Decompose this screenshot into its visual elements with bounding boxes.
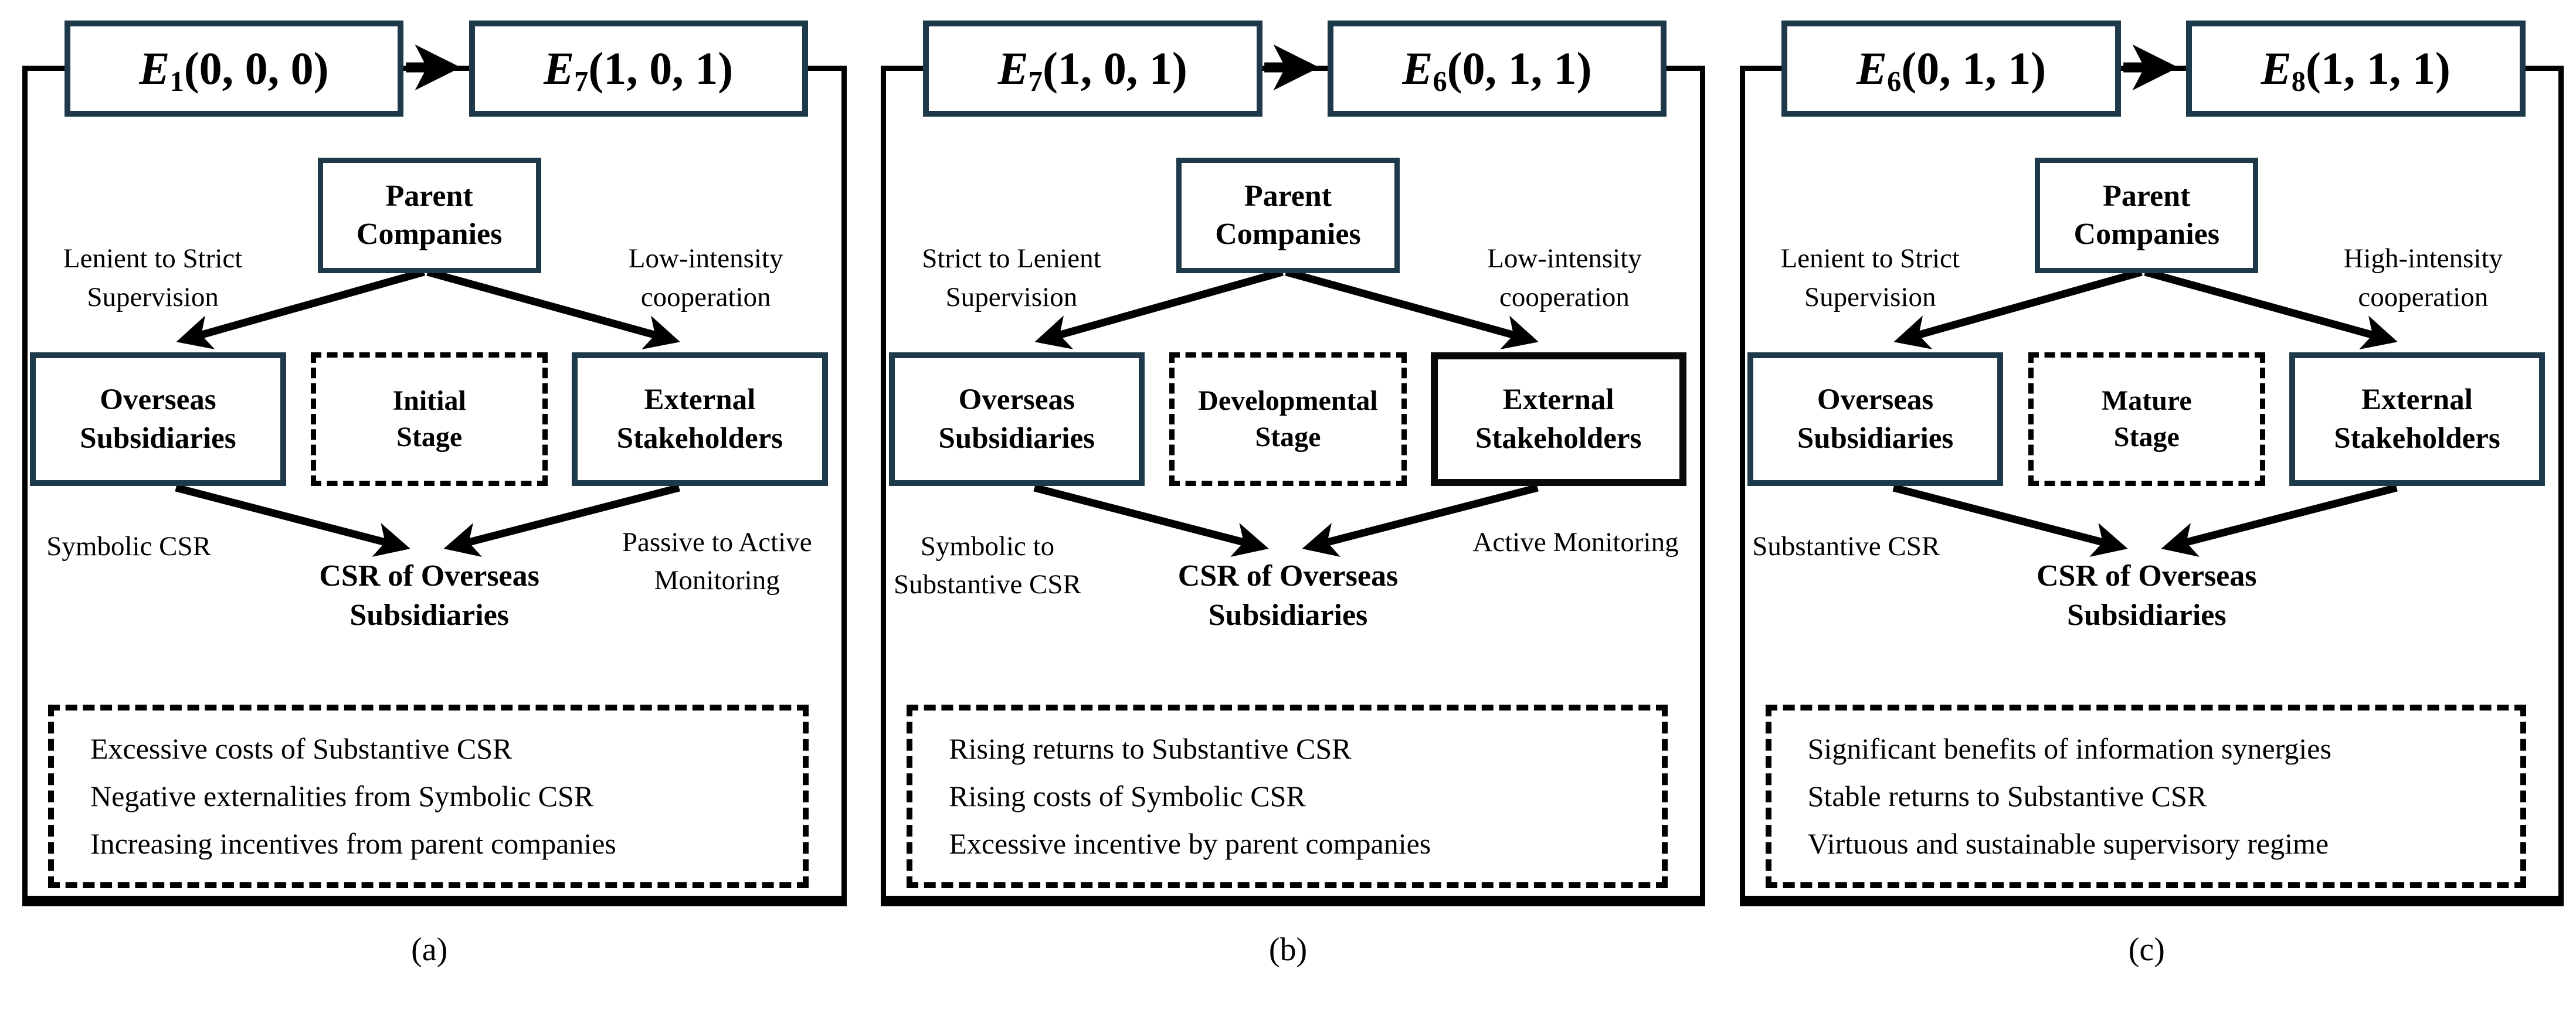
monitoring-label: Passive to Active Monitoring bbox=[622, 526, 812, 596]
note-line: Increasing incentives from parent compan… bbox=[90, 827, 616, 860]
note-line: Negative externalities from Symbolic CSR bbox=[90, 779, 594, 813]
panel-arrows bbox=[1892, 44, 2398, 557]
csr-type-label: Symbolic to Substantive CSR bbox=[893, 531, 1081, 600]
panel-arrows bbox=[1033, 44, 1539, 557]
overseas-subsidiaries-box: Overseas Subsidiaries bbox=[1747, 352, 2004, 487]
state-box-from: E1(0, 0, 0) bbox=[64, 21, 404, 117]
monitoring-arrow-icon bbox=[1302, 484, 1539, 557]
cooperation-arrow-icon bbox=[2144, 268, 2398, 350]
parent-companies-box: Parent Companies bbox=[1176, 157, 1400, 273]
csr-of-overseas-subsidiaries-label: CSR of Overseas Subsidiaries bbox=[1177, 559, 1399, 633]
monitoring-arrow-icon bbox=[443, 484, 680, 557]
supervision-arrow-icon bbox=[176, 268, 425, 349]
cooperation-arrow-icon bbox=[426, 268, 680, 350]
note-line: Excessive incentive by parent companies bbox=[949, 827, 1431, 860]
state-box-to: E8(1, 1, 1) bbox=[2186, 21, 2526, 117]
overseas-subsidiaries-box: Overseas Subsidiaries bbox=[888, 352, 1145, 487]
note-line: Rising costs of Symbolic CSR bbox=[949, 779, 1306, 813]
csr-of-overseas-subsidiaries-label: CSR of Overseas Subsidiaries bbox=[319, 559, 539, 633]
supervision-arrow-icon bbox=[1034, 268, 1284, 349]
supervision-label: Lenient to Strict Supervision bbox=[1780, 243, 1960, 313]
parent-companies-box: Parent Companies bbox=[317, 157, 541, 273]
note-line: Stable returns to Substantive CSR bbox=[1807, 779, 2207, 813]
panel-arrows bbox=[175, 44, 680, 557]
mechanism-notes-box: Excessive costs of Substantive CSR Negat… bbox=[48, 704, 809, 888]
panel-caption: (a) bbox=[411, 932, 448, 968]
note-line: Virtuous and sustainable supervisory reg… bbox=[1807, 827, 2329, 860]
mechanism-notes-box: Rising returns to Substantive CSR Rising… bbox=[907, 704, 1668, 888]
state-label: E6(0, 1, 1) bbox=[1857, 42, 2046, 97]
mechanism-notes-box: Significant benefits of information syne… bbox=[1765, 704, 2526, 888]
state-box-from: E7(1, 0, 1) bbox=[923, 21, 1262, 117]
state-box-from: E6(0, 1, 1) bbox=[1781, 21, 2121, 117]
external-stakeholders-box: External Stakeholders bbox=[572, 352, 828, 487]
state-box-to: E6(0, 1, 1) bbox=[1327, 21, 1667, 117]
csr-of-overseas-subsidiaries-label: CSR of Overseas Subsidiaries bbox=[2037, 559, 2257, 633]
supervision-arrow-icon bbox=[1893, 268, 2143, 349]
panel-caption: (b) bbox=[1268, 932, 1308, 968]
monitoring-arrow-icon bbox=[2161, 484, 2398, 557]
panel-b: E7(1, 0, 1) E6(0, 1, 1) Parent Companies… bbox=[858, 0, 1717, 1030]
cooperation-label: High-intensity cooperation bbox=[2343, 243, 2503, 313]
state-label: E7(1, 0, 1) bbox=[997, 42, 1187, 97]
cooperation-label: Low-intensity cooperation bbox=[1487, 243, 1642, 313]
state-label: E7(1, 0, 1) bbox=[544, 42, 734, 97]
supervision-label: Strict to Lenient Supervision bbox=[922, 243, 1101, 313]
panel-a: E1(0, 0, 0) E7(1, 0, 1) Parent Companies… bbox=[0, 0, 858, 1030]
state-label: E1(0, 0, 0) bbox=[139, 42, 329, 97]
external-stakeholders-box: External Stakeholders bbox=[2289, 352, 2546, 487]
csr-output-arrow-icon bbox=[175, 484, 410, 557]
csr-type-label: Substantive CSR bbox=[1752, 531, 1940, 562]
csr-output-arrow-icon bbox=[1033, 484, 1270, 557]
external-stakeholders-box: External Stakeholders bbox=[1430, 352, 1686, 487]
overseas-subsidiaries-box: Overseas Subsidiaries bbox=[30, 352, 286, 487]
cooperation-label: Low-intensity cooperation bbox=[628, 243, 783, 313]
parent-companies-box: Parent Companies bbox=[2035, 157, 2259, 273]
csr-type-label: Symbolic CSR bbox=[46, 531, 212, 562]
monitoring-label: Active Monitoring bbox=[1472, 526, 1679, 558]
cooperation-arrow-icon bbox=[1285, 268, 1539, 350]
state-box-to: E7(1, 0, 1) bbox=[469, 21, 808, 117]
note-line: Excessive costs of Substantive CSR bbox=[90, 732, 513, 765]
panel-c: E6(0, 1, 1) E8(1, 1, 1) Parent Companies… bbox=[1718, 0, 2576, 1030]
note-line: Significant benefits of information syne… bbox=[1807, 732, 2331, 765]
panel-caption: (c) bbox=[2128, 932, 2165, 968]
state-label: E8(1, 1, 1) bbox=[2261, 42, 2451, 97]
note-line: Rising returns to Substantive CSR bbox=[949, 732, 1352, 765]
state-label: E6(0, 1, 1) bbox=[1402, 42, 1592, 97]
supervision-label: Lenient to Strict Supervision bbox=[63, 243, 243, 313]
csr-output-arrow-icon bbox=[1892, 484, 2128, 557]
